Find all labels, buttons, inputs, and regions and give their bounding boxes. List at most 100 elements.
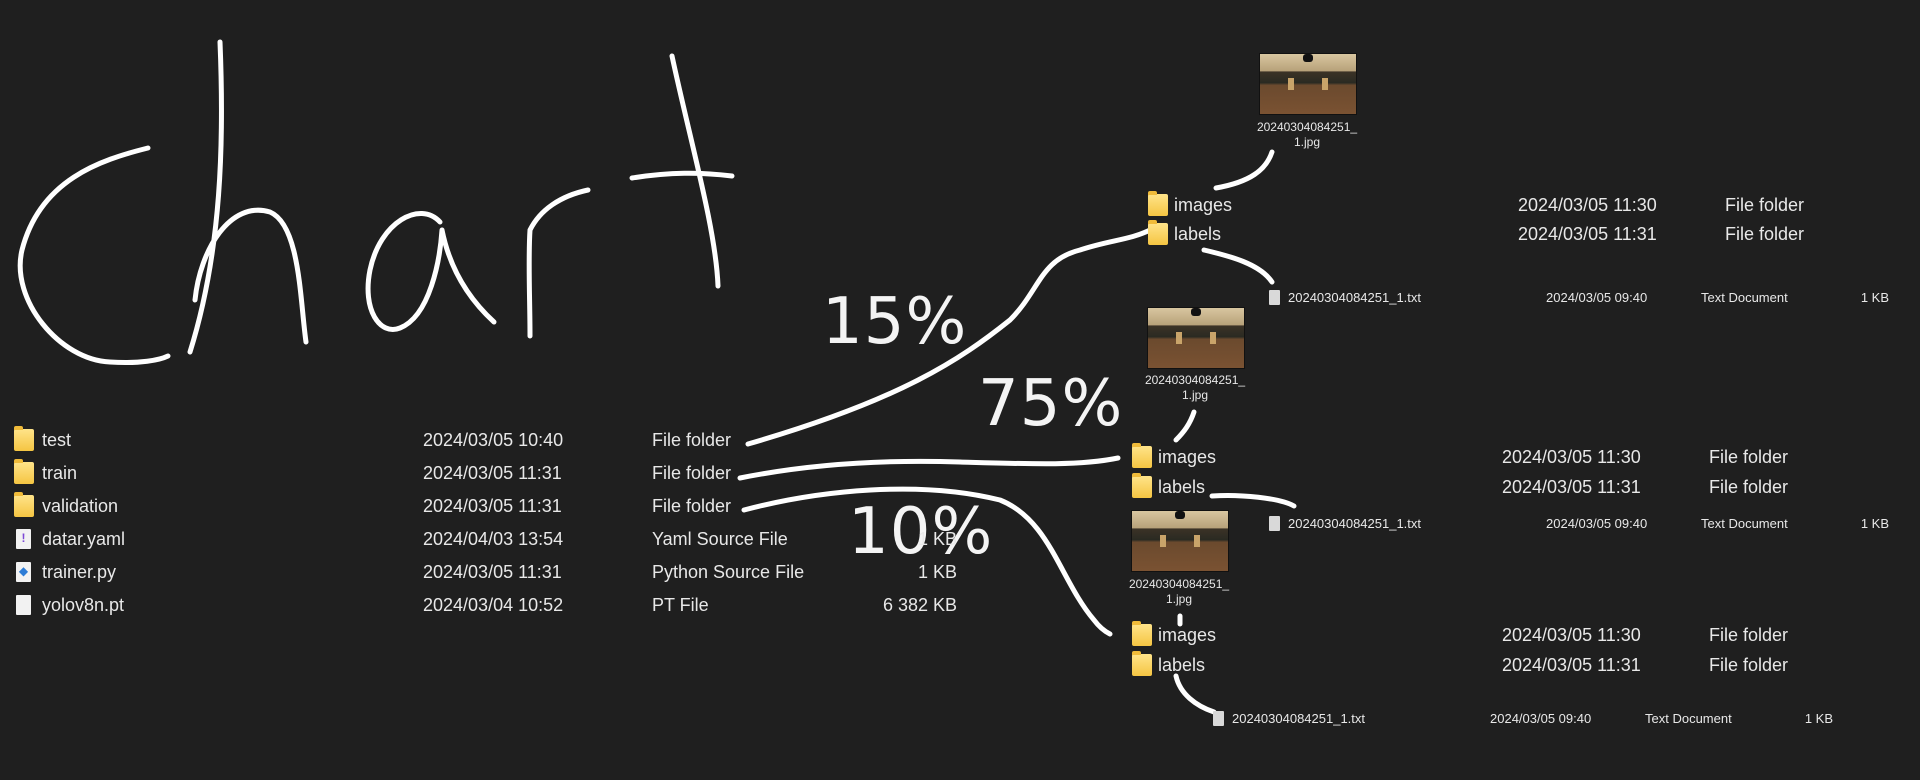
file-name: images — [1174, 195, 1233, 215]
file-date: 2024/03/05 11:31 — [423, 496, 562, 516]
file-size: 1 KB — [917, 529, 957, 549]
group1-labels-connector — [1201, 247, 1275, 285]
file-date: 2024/03/05 11:31 — [1518, 224, 1657, 244]
file-type: File folder — [1709, 655, 1789, 675]
file-name: validation — [42, 496, 119, 516]
handwritten-h — [187, 39, 309, 355]
file-size: 1 KB — [1804, 711, 1833, 726]
list-item-validation[interactable]: validation 2024/03/05 11:31 File folder — [12, 492, 962, 518]
list-item-test[interactable]: test 2024/03/05 10:40 File folder — [12, 426, 962, 452]
python-file-icon: ◆ — [16, 562, 31, 582]
file-date: 2024/04/03 13:54 — [423, 529, 564, 549]
file-type: File folder — [1709, 447, 1789, 467]
list-item-images[interactable]: images 2024/03/05 11:30 File folder — [1148, 191, 1808, 217]
list-item-trainer-py[interactable]: ◆ trainer.py 2024/03/05 11:31 Python Sou… — [12, 560, 962, 584]
folder-icon — [1132, 651, 1152, 676]
folder-icon — [14, 426, 34, 451]
file-type: PT File — [652, 595, 709, 615]
file-date: 2024/03/05 11:31 — [423, 562, 562, 582]
list-item-yolov8n-pt[interactable]: yolov8n.pt 2024/03/04 10:52 PT File 6 38… — [12, 593, 962, 617]
file-date: 2024/03/04 10:52 — [423, 595, 564, 615]
file-type: File folder — [652, 463, 732, 483]
thumbnail-label-line2: 1.jpg — [1165, 592, 1193, 606]
text-file-icon — [1213, 711, 1224, 726]
split-test-percent: 15% — [822, 285, 968, 359]
folder-icon — [1148, 220, 1168, 245]
thumbnail-label-line1: 20240304084251_ — [1128, 577, 1230, 591]
file-name: yolov8n.pt — [42, 595, 125, 615]
yaml-file-icon: ! — [16, 529, 31, 549]
file-type: File folder — [652, 430, 732, 450]
file-date: 2024/03/05 09:40 — [1546, 516, 1648, 531]
file-icon — [16, 595, 31, 615]
folder-icon — [1132, 473, 1152, 498]
folder-icon — [1148, 191, 1168, 216]
text-file-icon — [1269, 516, 1280, 531]
list-item-labels[interactable]: labels 2024/03/05 11:31 File folder — [1132, 651, 1792, 677]
thumbnail-label-line2: 1.jpg — [1293, 135, 1321, 149]
thumbnail-label-line2: 1.jpg — [1181, 388, 1209, 402]
file-name: labels — [1174, 224, 1222, 244]
file-type: Python Source File — [652, 562, 805, 582]
folder-icon — [1132, 621, 1152, 646]
group2-thumb-connector — [1173, 409, 1197, 443]
file-date: 2024/03/05 09:40 — [1546, 290, 1648, 305]
thumbnail-label-line1: 20240304084251_ — [1144, 373, 1246, 387]
file-date: 2024/03/05 11:30 — [1502, 447, 1641, 467]
split-train-percent: 75% — [978, 367, 1124, 441]
file-type: File folder — [1725, 224, 1805, 244]
file-type: Text Document — [1701, 290, 1788, 305]
file-name: images — [1158, 447, 1217, 467]
file-name: images — [1158, 625, 1217, 645]
handwritten-r — [526, 187, 591, 339]
list-item-txt[interactable]: 20240304084251_1.txt 2024/03/05 09:40 Te… — [1269, 289, 1909, 307]
list-item-labels[interactable]: labels 2024/03/05 11:31 File folder — [1132, 473, 1792, 499]
thumbnail-label: 20240304084251_ 1.jpg — [1247, 120, 1367, 150]
file-size: 6 382 KB — [882, 595, 957, 615]
file-name: 20240304084251_1.txt — [1288, 290, 1422, 305]
file-date: 2024/03/05 11:30 — [1502, 625, 1641, 645]
split-validation-percent: 10% — [848, 495, 994, 569]
handwritten-a — [365, 210, 497, 332]
group3-labels-connector — [1173, 673, 1217, 715]
file-type: File folder — [1709, 625, 1789, 645]
file-date: 2024/03/05 11:30 — [1518, 195, 1657, 215]
file-type: Yaml Source File — [652, 529, 788, 549]
image-thumbnail[interactable] — [1147, 307, 1245, 369]
folder-icon — [1132, 443, 1152, 468]
file-name: test — [42, 430, 72, 450]
handwritten-t — [629, 53, 735, 289]
text-file-icon — [1269, 290, 1280, 305]
handwritten-c — [17, 145, 171, 365]
file-type: File folder — [1709, 477, 1789, 497]
file-size: 1 KB — [917, 562, 957, 582]
thumbnail-label: 20240304084251_ 1.jpg — [1119, 577, 1239, 607]
list-item-datar-yaml[interactable]: ! datar.yaml 2024/04/03 13:54 Yaml Sourc… — [12, 527, 962, 551]
file-date: 2024/03/05 09:40 — [1490, 711, 1592, 726]
list-item-images[interactable]: images 2024/03/05 11:30 File folder — [1132, 621, 1792, 647]
list-item-txt[interactable]: 20240304084251_1.txt 2024/03/05 09:40 Te… — [1269, 515, 1909, 533]
file-date: 2024/03/05 11:31 — [1502, 477, 1641, 497]
file-size: 1 KB — [1860, 516, 1889, 531]
file-size: 1 KB — [1860, 290, 1889, 305]
handwritten-title: chart — [10, 348, 13, 351]
file-name: 20240304084251_1.txt — [1288, 516, 1422, 531]
file-name: labels — [1158, 477, 1206, 497]
file-type: File folder — [1725, 195, 1805, 215]
file-date: 2024/03/05 11:31 — [423, 463, 562, 483]
file-name: train — [42, 463, 78, 483]
file-date: 2024/03/05 10:40 — [423, 430, 564, 450]
file-type: Text Document — [1645, 711, 1732, 726]
image-thumbnail[interactable] — [1259, 53, 1357, 115]
file-name: datar.yaml — [42, 529, 126, 549]
image-thumbnail[interactable] — [1131, 510, 1229, 572]
list-item-labels[interactable]: labels 2024/03/05 11:31 File folder — [1148, 220, 1808, 246]
folder-icon — [14, 459, 34, 484]
file-date: 2024/03/05 11:31 — [1502, 655, 1641, 675]
file-name: labels — [1158, 655, 1206, 675]
list-item-train[interactable]: train 2024/03/05 11:31 File folder — [12, 459, 962, 485]
thumbnail-label-line1: 20240304084251_ — [1256, 120, 1358, 134]
list-item-txt[interactable]: 20240304084251_1.txt 2024/03/05 09:40 Te… — [1213, 710, 1853, 728]
list-item-images[interactable]: images 2024/03/05 11:30 File folder — [1132, 443, 1792, 469]
folder-icon — [14, 492, 34, 517]
